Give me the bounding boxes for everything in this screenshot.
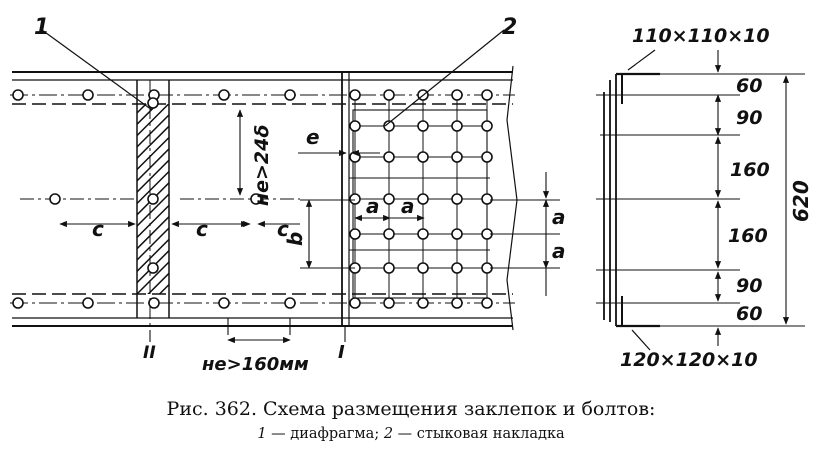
rivet	[284, 89, 296, 101]
rivet	[250, 193, 262, 205]
dim-a-v2: a	[552, 239, 566, 263]
rivet	[383, 151, 395, 163]
rivet	[417, 262, 429, 274]
rivet	[349, 120, 361, 132]
rivet	[12, 89, 24, 101]
dimension-lines	[59, 109, 560, 344]
rivet	[417, 151, 429, 163]
rivet	[417, 228, 429, 240]
rivet	[451, 89, 463, 101]
rivet	[349, 228, 361, 240]
rivet	[417, 120, 429, 132]
rivet	[383, 262, 395, 274]
dim-e: e	[306, 125, 320, 149]
rivet	[218, 89, 230, 101]
rivet	[481, 297, 493, 309]
spacing-90-top: 90	[736, 107, 762, 129]
rivet	[147, 193, 159, 205]
dim-a-v1: a	[552, 205, 566, 229]
spacing-60-top: 60	[736, 75, 762, 97]
rivet	[481, 151, 493, 163]
rivet-layout-figure: 1 2 c c c не>2	[10, 15, 813, 375]
min-pitch-label: не>160мм	[202, 354, 309, 375]
rivet	[451, 151, 463, 163]
rivet	[417, 297, 429, 309]
rivet	[451, 262, 463, 274]
spacing-60-bottom: 60	[736, 303, 762, 325]
rivet	[451, 193, 463, 205]
callout-2-label: 2	[502, 15, 517, 40]
rivet	[383, 228, 395, 240]
cross-section	[596, 49, 805, 351]
figure-legend: 1 — диафрагма; 2 — стыковая накладка	[0, 426, 822, 442]
rivet	[451, 120, 463, 132]
total-height-label: 620	[789, 180, 813, 222]
diaphragm-1	[136, 80, 170, 330]
rivet	[147, 97, 159, 109]
rivet	[481, 120, 493, 132]
rivet	[82, 89, 94, 101]
rivet	[218, 297, 230, 309]
callout-1-label: 1	[34, 15, 49, 40]
dim-c-left: c	[92, 217, 104, 241]
girder-plan	[10, 65, 518, 331]
rivet	[349, 89, 361, 101]
legend-num-2: 2	[383, 426, 394, 442]
rivet	[147, 262, 159, 274]
rivet	[481, 89, 493, 101]
splice-edges	[341, 72, 350, 326]
spacing-note: не>24δ	[251, 125, 273, 206]
rivet	[49, 193, 61, 205]
rivet	[383, 297, 395, 309]
rivet	[349, 297, 361, 309]
rivet	[284, 297, 296, 309]
rivet	[451, 228, 463, 240]
rivet	[148, 297, 160, 309]
spacing-160-lower: 160	[728, 225, 768, 247]
rivet	[383, 193, 395, 205]
rivet	[451, 297, 463, 309]
rivet	[383, 120, 395, 132]
spacing-160-upper: 160	[730, 159, 770, 181]
section-II-label: II	[143, 343, 156, 363]
callouts	[41, 29, 505, 127]
dim-a-h2: a	[401, 194, 415, 218]
section-I-label: I	[338, 342, 345, 363]
rivet	[82, 297, 94, 309]
dim-c-mid: c	[196, 217, 208, 241]
rivet	[349, 193, 361, 205]
angle-bottom-label: 120×120×10	[620, 349, 758, 371]
rivet	[12, 297, 24, 309]
dim-a-h1: a	[366, 194, 380, 218]
figure-caption: Рис. 362. Схема размещения заклепок и бо…	[166, 398, 656, 420]
angle-top-label: 110×110×10	[632, 25, 770, 47]
rivet	[481, 193, 493, 205]
spacing-90-bottom: 90	[736, 275, 762, 297]
rivet	[383, 89, 395, 101]
legend-text-1: — диафрагма;	[266, 426, 384, 442]
cross-section-labels: 110×110×10 120×120×10 60 90 160 160 90 6…	[620, 25, 813, 371]
legend-text-2: — стыковая накладка	[393, 426, 565, 442]
rivet	[417, 193, 429, 205]
dim-c-right: c	[277, 217, 289, 241]
dim-b: b	[283, 232, 307, 246]
legend-num-1: 1	[257, 426, 267, 442]
